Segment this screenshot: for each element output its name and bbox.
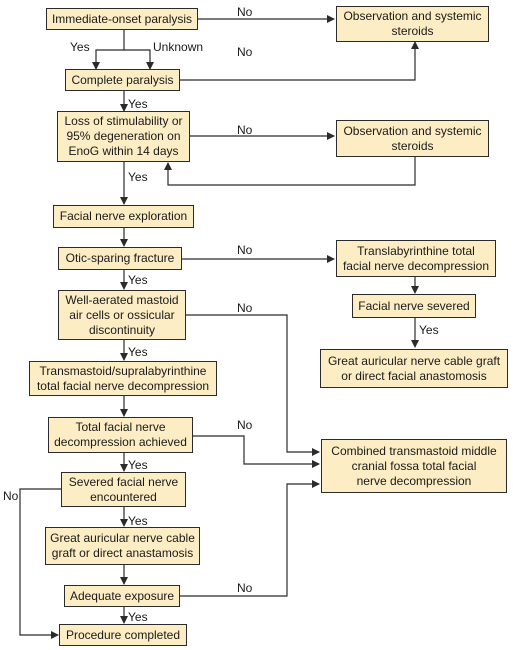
label-no-adequate: No (237, 581, 253, 595)
box-observation-steroids-1: Observation and systemic steroids (336, 6, 489, 42)
label-no-loss: No (237, 123, 253, 137)
box-observation-steroids-2: Observation and systemic steroids (336, 120, 489, 157)
edge-total-combined (193, 435, 320, 468)
label-yes-complete: Yes (128, 97, 148, 111)
edge-severed-completed (19, 488, 61, 639)
label-unknown-immediate: Unknown (153, 40, 204, 54)
label-no-immediate: No (237, 5, 253, 19)
box-translabyrinthine-decompression: Translabyrinthine total facial nerve dec… (336, 240, 496, 277)
edge-observation-return (164, 157, 416, 186)
box-adequate-exposure: Adequate exposure (64, 585, 180, 607)
box-procedure-completed: Procedure completed (59, 624, 187, 646)
box-facial-nerve-severed: Facial nerve severed (352, 294, 476, 318)
label-yes-immediate: Yes (70, 40, 90, 54)
box-otic-sparing-fracture: Otic-sparing fracture (58, 247, 182, 270)
label-yes-otic: Yes (128, 273, 148, 287)
box-great-auricular-graft-left: Great auricular nerve cable graft or dir… (45, 527, 200, 565)
box-severed-facial-nerve-encountered: Severed facial nerve encountered (61, 472, 186, 507)
box-facial-nerve-exploration: Facial nerve exploration (53, 205, 194, 228)
edge-mastoid-combined (186, 314, 320, 456)
edge-immediate-complete-yes (92, 29, 125, 70)
label-yes-nerve-severed: Yes (419, 323, 439, 337)
label-yes-total: Yes (128, 458, 148, 472)
box-combined-transmastoid-middle-fossa: Combined transmastoid middle cranial fos… (321, 439, 507, 493)
edge-immediate-complete-unknown (124, 49, 154, 70)
edge-complete-observation (180, 41, 419, 81)
edge-adequate-combined (180, 480, 320, 597)
box-loss-of-stimulability: Loss of stimulability or 95% degeneratio… (57, 111, 190, 162)
box-transmastoid-decompression: Transmastoid/supralabyrinthine total fac… (29, 361, 217, 396)
label-no-complete: No (237, 45, 253, 59)
label-no-total: No (237, 418, 253, 432)
label-yes-severed: Yes (128, 514, 148, 528)
label-yes-mastoid: Yes (128, 345, 148, 359)
label-no-severed: No (3, 489, 19, 503)
label-no-mastoid: No (237, 301, 253, 315)
box-great-auricular-graft-right: Great auricular nerve cable graft or dir… (320, 349, 508, 388)
box-complete-paralysis: Complete paralysis (65, 69, 180, 91)
label-no-otic: No (237, 243, 253, 257)
label-yes-loss: Yes (128, 170, 148, 184)
label-yes-adequate: Yes (128, 610, 148, 624)
box-immediate-onset-paralysis: Immediate-onset paralysis (46, 8, 198, 30)
box-total-decompression-achieved: Total facial nerve decompression achieve… (48, 417, 193, 453)
box-well-aerated-mastoid: Well-aerated mastoid air cells or ossicu… (58, 290, 186, 340)
